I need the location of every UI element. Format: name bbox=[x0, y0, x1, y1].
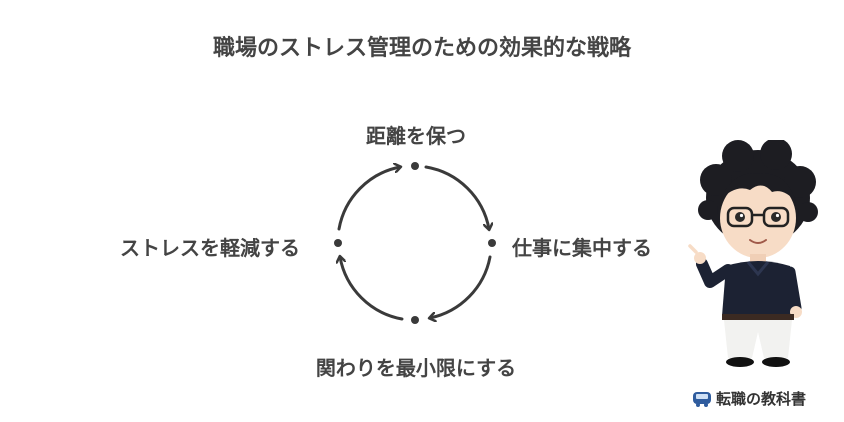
bus-icon bbox=[693, 391, 711, 407]
cycle-node-left bbox=[334, 239, 342, 247]
cycle-node-top bbox=[411, 162, 419, 170]
cycle-label-right: 仕事に集中する bbox=[512, 236, 652, 260]
cycle-arrow-top-right bbox=[424, 165, 489, 229]
brand-name: 転職の教科書 bbox=[716, 390, 807, 408]
brand-logo: 転職の教科書 bbox=[692, 388, 806, 409]
cycle-label-top: 距離を保つ bbox=[366, 124, 466, 148]
cycle-node-bottom bbox=[411, 316, 419, 324]
cycle-label-bottom: 関わりを最小限にする bbox=[315, 356, 517, 380]
character-illustration bbox=[688, 140, 818, 367]
diagram-title: 職場のストレス管理のための効果的な戦略 bbox=[212, 36, 631, 61]
cycle-node-right bbox=[488, 239, 496, 247]
cycle-arrow-right-bottom bbox=[430, 255, 492, 318]
cycle-arrow-left-top bbox=[337, 167, 400, 231]
cycle-label-left: ストレスを軽減する bbox=[120, 236, 300, 260]
cycle-arrow-bottom-left bbox=[340, 257, 404, 321]
